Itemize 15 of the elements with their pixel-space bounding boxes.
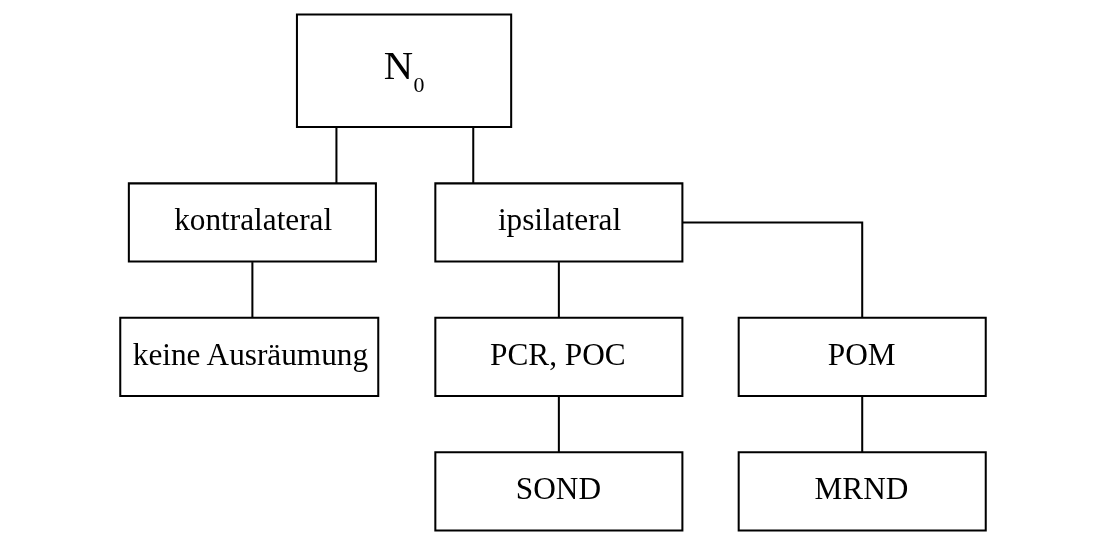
- node-box: POM: [737, 316, 987, 398]
- node-box: kontralateral: [127, 182, 377, 263]
- connector: [250, 262, 253, 318]
- node-box: ipsilateral: [433, 182, 683, 263]
- connector: [860, 396, 863, 453]
- connector: [557, 396, 560, 453]
- node-box: MRND: [737, 451, 987, 532]
- node-box: keine Ausräumung: [118, 316, 379, 398]
- connector: [471, 127, 474, 183]
- node-box: PCR, POC: [433, 316, 683, 398]
- node-box: SOND: [433, 451, 683, 532]
- node-box: N$_{0}$: [295, 13, 512, 129]
- connector: [557, 262, 560, 318]
- connector: [334, 127, 337, 183]
- connector: [682, 221, 863, 318]
